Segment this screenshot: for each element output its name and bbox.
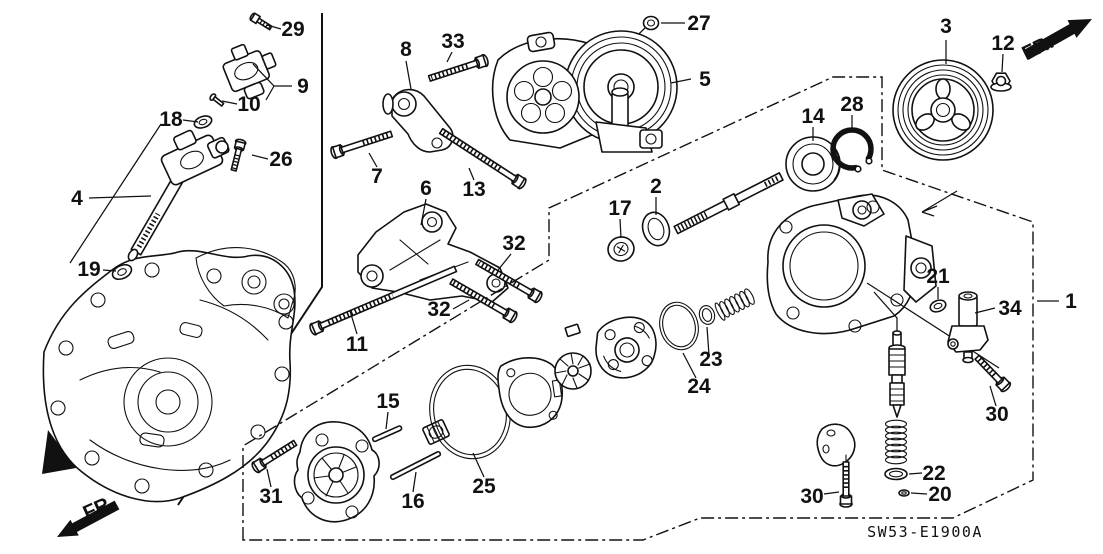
fr-label-bottom-left: FR. <box>80 491 118 524</box>
part-21-washer-drawing <box>929 299 947 313</box>
part-16-pin-drawing <box>389 450 442 481</box>
callout-20: 20 <box>928 483 951 506</box>
callout-1: 1 <box>1065 290 1077 313</box>
pump-side-plate-drawing <box>293 421 380 523</box>
part-17-bearing-drawing <box>607 236 635 262</box>
callout-27: 27 <box>687 12 710 35</box>
callout-11: 11 <box>346 333 369 356</box>
part-3-pulley-drawing <box>892 59 994 161</box>
callout-26: 26 <box>269 148 292 171</box>
part-30-right-bolt-drawing <box>974 354 1012 393</box>
callout-34: 34 <box>998 297 1022 320</box>
callout-32-lower: 32 <box>427 298 450 321</box>
part-12-nut-drawing <box>990 72 1012 92</box>
part-15-pin-drawing <box>371 425 403 443</box>
callout-9: 9 <box>297 75 309 98</box>
valve-spring-drawing <box>714 288 755 321</box>
callout-10: 10 <box>237 93 260 116</box>
callout-4: 4 <box>71 187 83 210</box>
part-8-bracket-drawing <box>382 88 454 153</box>
callout-16: 16 <box>401 490 424 513</box>
diagram-code: SW53-E1900A <box>867 523 983 541</box>
callout-3: 3 <box>940 15 952 38</box>
callout-labels: 29 9 10 18 26 4 19 31 8 33 27 5 7 13 6 3… <box>71 12 1077 513</box>
callout-21: 21 <box>926 265 950 288</box>
fr-arrow-bottom-left: FR. <box>57 491 120 537</box>
cover-plate-drawing <box>816 423 856 467</box>
engine-housing-drawing <box>42 247 296 503</box>
callout-13: 13 <box>462 178 485 201</box>
relief-spring-drawing <box>884 419 908 465</box>
part-27-grommet-drawing <box>642 15 660 31</box>
callout-30-right: 30 <box>985 403 1008 426</box>
callout-33: 33 <box>441 30 464 53</box>
pump-housing-drawing <box>766 193 937 335</box>
part-7-bolt-drawing <box>330 130 394 160</box>
part-34-fitting-drawing <box>947 291 989 364</box>
callout-22: 22 <box>922 462 945 485</box>
pump-shaft-drawing <box>673 172 784 235</box>
callout-23: 23 <box>699 348 722 371</box>
part-11-bolt-drawing <box>309 265 458 336</box>
part-9-sensor-drawing <box>222 43 277 100</box>
part-28-snap-ring-drawing <box>830 127 877 181</box>
pump-cover-drawing <box>595 316 657 379</box>
callout-24: 24 <box>687 375 711 398</box>
callout-30-bottom: 30 <box>800 485 823 508</box>
callout-5: 5 <box>699 68 711 91</box>
vane-rotor-drawing <box>554 352 592 390</box>
callout-31: 31 <box>259 485 283 508</box>
callout-8: 8 <box>400 38 412 61</box>
assembly-lines <box>866 282 1000 369</box>
callout-28: 28 <box>840 93 864 116</box>
callout-25: 25 <box>472 475 496 498</box>
part-18-washer-drawing <box>193 115 213 129</box>
part-2-seal-drawing <box>641 211 671 247</box>
part-26-bolt-drawing <box>230 138 247 172</box>
part-10-screw-drawing <box>209 93 225 107</box>
part-19-washer-drawing <box>111 263 133 281</box>
relief-valve-drawing <box>888 330 906 418</box>
leader-lines <box>69 22 1059 495</box>
callout-15: 15 <box>376 390 400 413</box>
callout-29: 29 <box>281 18 304 41</box>
callout-12: 12 <box>991 32 1014 55</box>
key-drawing <box>564 323 581 338</box>
callout-19: 19 <box>77 258 100 281</box>
part-13-bolt-drawing <box>438 127 527 190</box>
cam-ring-drawing <box>497 357 564 428</box>
fr-arrow-top-right: FR. <box>1019 19 1092 65</box>
part-20-washer-drawing <box>898 489 910 497</box>
callout-14: 14 <box>801 105 825 128</box>
part-33-bolt-drawing <box>427 53 489 82</box>
callout-32-upper: 32 <box>502 232 525 255</box>
callout-17: 17 <box>608 197 631 220</box>
part-4-speed-sensor-drawing <box>127 129 230 262</box>
part-31-bolt-drawing <box>251 439 298 474</box>
callout-2: 2 <box>650 175 662 198</box>
part-5-compressor-drawing <box>491 26 678 153</box>
part-23-oring-drawing <box>698 305 716 325</box>
part-22-oring-drawing <box>884 467 908 481</box>
callout-6: 6 <box>420 177 432 200</box>
callout-18: 18 <box>159 108 183 131</box>
part-24-oring-drawing <box>659 301 699 351</box>
part-29-bolt-drawing <box>249 12 273 31</box>
callout-7: 7 <box>371 165 383 188</box>
part-6-bracket-drawing <box>357 203 509 303</box>
part-32-lower-bolt-drawing <box>449 278 518 324</box>
part-30-bottom-bolt-drawing <box>839 461 853 508</box>
part-32-upper-bolt-drawing <box>475 258 543 304</box>
